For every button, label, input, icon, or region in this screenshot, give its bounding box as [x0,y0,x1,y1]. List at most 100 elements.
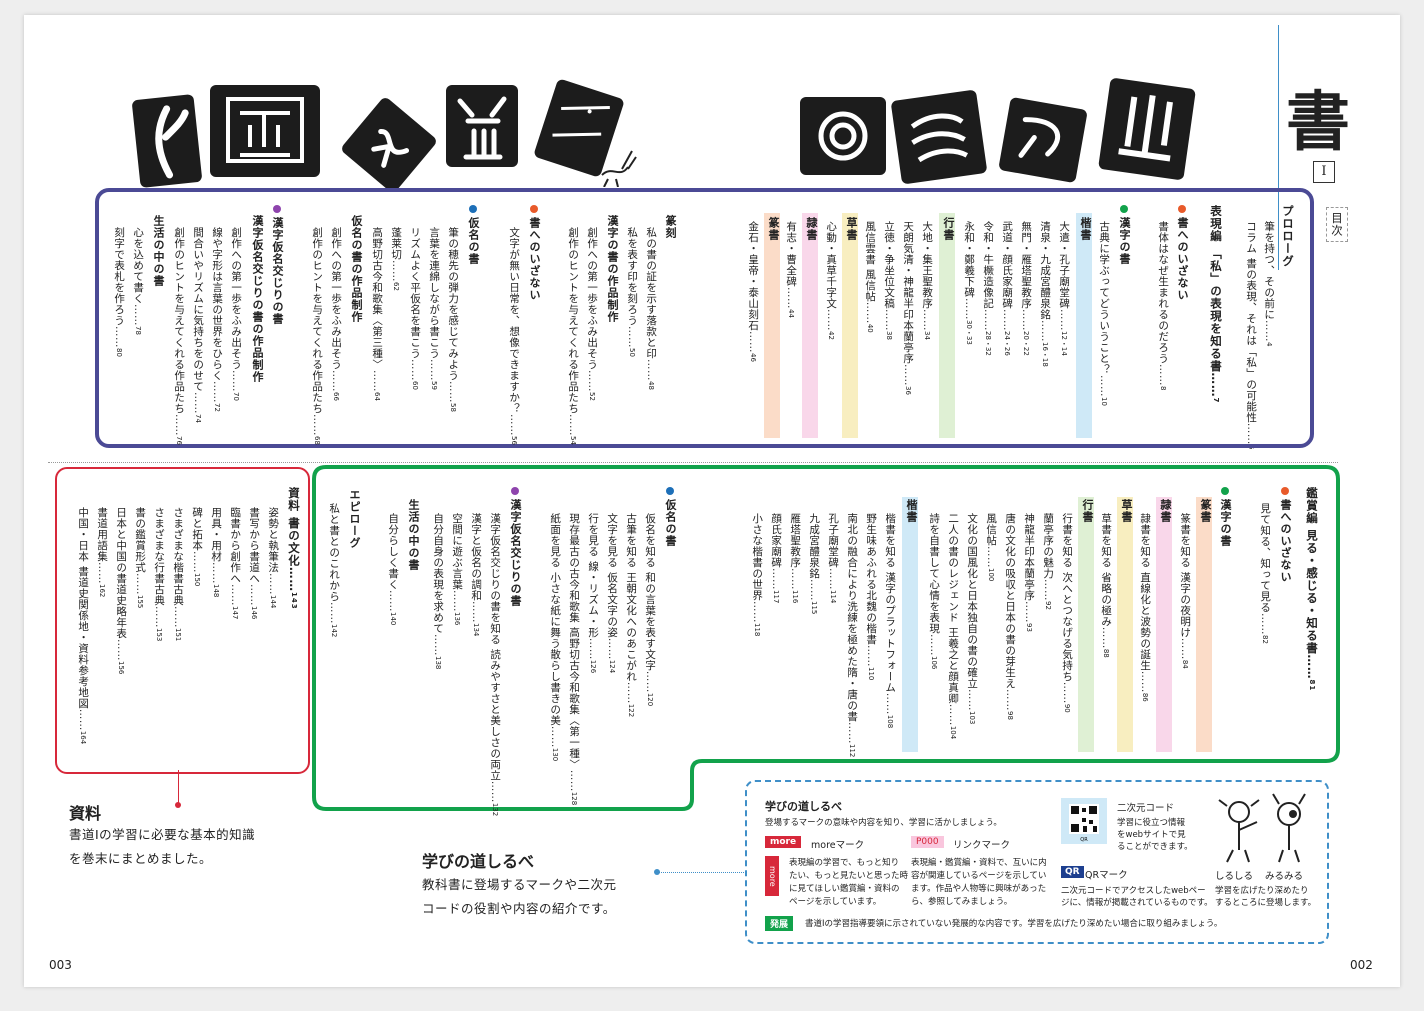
app-gyosho-1[interactable]: 行書を知る 次へとつなげる気持ち……90 [1061,513,1074,713]
exp-kana-5[interactable]: 高野切古今和歌集〈第三種〉……64 [371,227,384,401]
exp-kana-intro-1[interactable]: 文字が無い日常を、想像できますか？……56 [508,227,521,445]
app-reisho-band [1156,497,1172,752]
app-kana-6[interactable]: 紙面を見る 小さな紙に舞う散らし書きの美……130 [549,513,562,762]
app-tensho-1[interactable]: 篆書を知る 漢字の夜明け……84 [1179,513,1192,669]
app-life-1[interactable]: 自分らしく書く……140 [387,513,400,626]
app-mixed-3[interactable]: 空間に遊ぶ言葉……136 [451,513,464,626]
materials-item-2[interactable]: 書写から書道へ……146 [248,507,261,620]
exp-gyosho-2[interactable]: 天朗気清・神龍半印本蘭亭序……36 [902,221,915,395]
exp-kanji-work-1[interactable]: 創作への第一歩をふみ出そう……52 [586,227,599,401]
materials-item-7[interactable]: さまざまな行書古典……153 [153,507,166,642]
materials-item-10[interactable]: 書道用語集……162 [96,507,109,598]
exp-tenkoku-1[interactable]: 私の書の証を示す落款と印……48 [645,227,658,390]
app-mixed-1[interactable]: 漢字仮名交じりの書を知る 読みやすさと美しさの両立……132 [489,513,502,817]
app-kana-5[interactable]: 現存最古の古今和歌集 高野切古今和歌集〈第一種〉……128 [568,513,581,806]
exp-mixed-4[interactable]: 創作のヒントを与えてくれる作品たち……76 [173,227,186,445]
app-gyosho-4[interactable]: 唐の文化の吸収と日本の書の芽生え……98 [1004,513,1017,720]
exp-kaisho-1[interactable]: 大遣・孔子廟堂碑……12・14 [1058,221,1071,356]
bullet-icon [469,205,477,213]
exp-sosho-label: 草書 [845,217,858,241]
exp-gyosho-1[interactable]: 大地・集王聖教序……34 [921,221,934,340]
app-sosho-label: 草書 [1120,499,1133,523]
expression-title[interactable]: 表現編 「私」の表現を知る書……7 [1209,205,1223,404]
link-badge: P000 [911,836,944,848]
app-intro-1[interactable]: 見て知る、知って見る……82 [1259,503,1272,644]
exp-kana-work-1[interactable]: 創作への第一歩をふみ出そう……66 [330,227,343,401]
materials-item-1[interactable]: 姿勢と執筆法……144 [267,507,280,609]
appreciation-title[interactable]: 鑑賞編 見る・感じる・知る書……81 [1305,487,1319,692]
seal-glyph-6 [800,97,886,175]
materials-item-3[interactable]: 臨書から創作へ……147 [229,507,242,620]
app-kaisho-6[interactable]: 雁塔聖教序……116 [789,513,802,604]
exp-kaisho-3[interactable]: 無門・雁塔聖教序……20・22 [1020,221,1033,356]
page-number-right: 002 [1350,958,1373,972]
app-gyosho-3[interactable]: 神龍半印本蘭亭序……93 [1023,513,1036,632]
materials-title[interactable]: 資料 書の文化……143 [287,487,301,610]
app-kaisho-7[interactable]: 顔氏家廟碑……117 [770,513,783,604]
exp-kana-work-2[interactable]: 創作のヒントを与えてくれる作品たち……68 [311,227,324,445]
guide-box-title: 学びの道しるべ [765,800,842,813]
app-gyosho-6[interactable]: 文化の国風化と日本独自の書の確立……103 [966,513,979,725]
prologue-item-1: 筆を持つ、その前に……4 [1263,221,1276,347]
exp-kanji-work-2[interactable]: 創作のヒントを与えてくれる作品たち……54 [567,227,580,445]
materials-item-6[interactable]: さまざまな楷書古典……151 [172,507,185,642]
exp-mixed-2[interactable]: 線や字形は言葉の世界をひらく……72 [211,227,224,412]
link-desc-3: ます。作品や人物等に興味があった [911,884,1047,894]
app-kana-2[interactable]: 古筆を知る 王朝文化へのあこがれ……122 [625,513,638,718]
materials-item-9[interactable]: 日本と中国の書道史略年表……156 [115,507,128,675]
exp-kaisho-4[interactable]: 武道・顔氏家廟碑……24・26 [1001,221,1014,356]
exp-tensho-1[interactable]: 金石・皇帝・泰山刻石……46 [747,221,760,362]
exp-sosho-1[interactable]: 心動・真草千字文……42 [825,221,838,340]
materials-item-8[interactable]: 書の鑑賞形式……155 [134,507,147,609]
app-kana-1[interactable]: 仮名を知る 和の言葉を表す文字……120 [644,513,657,707]
materials-item-5[interactable]: 碑と拓本……150 [191,507,204,587]
exp-gyosho-label: 行書 [942,217,955,241]
app-mixed-2[interactable]: 漢字と仮名の調和……134 [470,513,483,637]
app-kaisho-5[interactable]: 九成宮醴泉銘……115 [808,513,821,615]
app-kana-3[interactable]: 文字を見る 仮名文字の姿……124 [606,513,619,674]
exp-life-1[interactable]: 心を込めて書く……78 [132,227,145,335]
exp-mixed-1[interactable]: 創作への第一歩をふみ出そう……70 [230,227,243,401]
exp-life-2[interactable]: 刻字で表札を作ろう……80 [113,227,126,357]
link-desc-1: 表現編・鑑賞編・資料で、互いに内 [911,858,1047,868]
guide-callout-connector [656,872,744,873]
exp-kana-1[interactable]: 筆の穂先の弾力を感じてみよう……58 [447,227,460,412]
exp-kanji-item[interactable]: 古典に学ぶってどういうこと？……10 [1098,221,1111,406]
exp-intro-item[interactable]: 書体はなぜ生まれるのだろう……8 [1157,221,1170,391]
exp-kana-title: 仮名の書 [465,205,481,265]
materials-item-4[interactable]: 用具・用材……148 [210,507,223,598]
hatten-desc: 書道Ⅰの学習指導要領に示されていない発展的な内容です。学習を広げたり深めたい場合… [805,919,1223,929]
qr-desc-1: 学習に役立つ情報 [1117,818,1186,828]
app-kaisho-2[interactable]: 野生味あふれる北魏の楷書……110 [865,513,878,681]
exp-reisho-label: 隷書 [805,217,818,241]
app-gyosho-7[interactable]: 二人の書のレジェンド 王羲之と顔真卿……104 [947,513,960,740]
exp-reisho-1[interactable]: 有志・曹全碑……44 [785,221,798,318]
app-mixed-4[interactable]: 自分自身の表現を求めて……138 [432,513,445,670]
exp-gyosho-3[interactable]: 立徳・争坐位文稿……38 [883,221,896,340]
exp-gyosho-4[interactable]: 風信雲書 風信帖……40 [864,221,877,333]
exp-kaisho-6[interactable]: 永和・鄭羲下碑……30・33 [963,221,976,345]
app-reisho-1[interactable]: 隷書を知る 直線化と波勢の誕生……86 [1139,513,1152,702]
more-desc-2: たい、もっと見たいと思った時 [789,871,909,881]
app-sosho-1[interactable]: 草書を知る 省略の極み……88 [1100,513,1113,658]
toc-label: 目次 [1326,207,1348,242]
exp-mixed-3[interactable]: 間合いやリズムに気持ちをのせて……74 [192,227,205,423]
exp-kaisho-2[interactable]: 清泉・九成宮醴泉銘……16・18 [1039,221,1052,367]
app-kaisho-8[interactable]: 小さな楷書の世界……118 [751,513,764,637]
more-badge: more [765,836,802,848]
app-gyosho-5[interactable]: 風信帖……100 [985,513,998,582]
app-kaisho-4[interactable]: 孔子廟堂碑……114 [827,513,840,604]
exp-kana-2[interactable]: 言葉を連綿しながら書こう……59 [428,227,441,390]
app-kaisho-3[interactable]: 南北の融合により洗練を極めた隋・唐の書……112 [846,513,859,758]
app-gyosho-8[interactable]: 詩を自書して心情を表現……106 [928,513,941,670]
exp-kana-3[interactable]: リズムよく平仮名を書こう……60 [409,227,422,390]
app-gyosho-2[interactable]: 蘭亭序の魅力……92 [1042,513,1055,610]
app-kaisho-1[interactable]: 楷書を知る 漢字のプラットフォーム……108 [884,513,897,729]
app-epilogue-1[interactable]: 私と書とのこれから……142 [328,503,341,638]
materials-item-11[interactable]: 中国・日本 書道史関係地・資料参考地図……164 [77,507,90,745]
exp-kana-4[interactable]: 蓬莱切……62 [390,227,403,291]
exp-tenkoku-2[interactable]: 私を表す印を刻ろう……50 [626,227,639,357]
app-kana-4[interactable]: 行を見る 線・リズム・形……126 [587,513,600,674]
exp-kaisho-5[interactable]: 令和・牛橛造像記……28・32 [982,221,995,356]
exp-kana-work-title: 仮名の書の作品制作 [350,215,363,323]
